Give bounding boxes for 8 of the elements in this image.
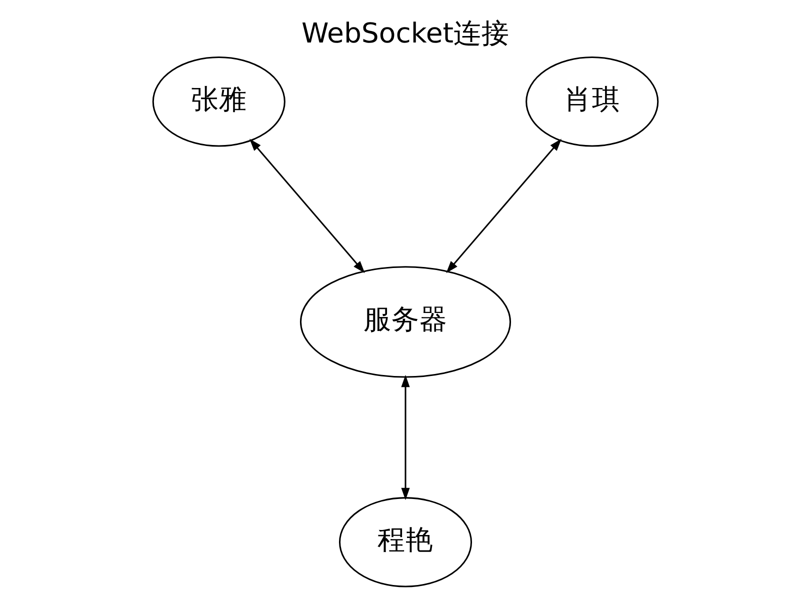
node-ellipse: 服务器 xyxy=(300,266,512,378)
node-ellipse: 张雅 xyxy=(152,56,286,147)
node-ellipse: 肖琪 xyxy=(526,56,659,147)
diagram-title: WebSocket连接 xyxy=(301,18,510,50)
node-ellipse: 程艳 xyxy=(338,497,472,588)
arrow xyxy=(249,138,365,274)
arrow xyxy=(446,138,562,274)
arrow xyxy=(401,374,410,500)
